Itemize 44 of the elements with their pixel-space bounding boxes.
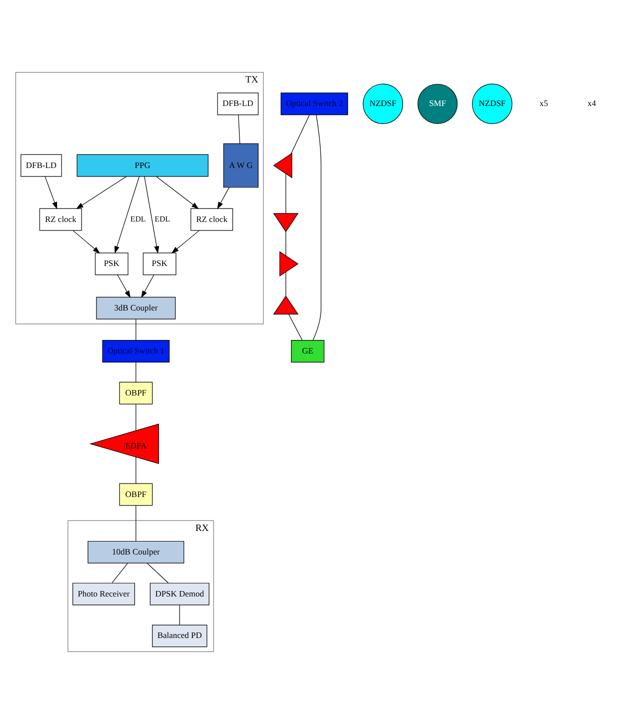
node-box: RZ clock	[39, 208, 82, 230]
arrow	[217, 186, 230, 209]
node-box: RZ clock	[190, 208, 234, 230]
arrow	[171, 230, 200, 253]
node-box: Photo Receiver	[72, 582, 135, 605]
arrow	[117, 274, 131, 298]
node-triangle	[273, 294, 299, 314]
node-box: PSK	[142, 252, 176, 275]
node-box: DFB-LD	[217, 92, 259, 115]
node-circle: NZDSF	[362, 83, 404, 124]
node-box: 10dB Coulper	[88, 540, 184, 563]
arrow	[72, 230, 100, 253]
arrow	[144, 176, 160, 254]
node-triangle	[279, 250, 299, 276]
connector	[179, 604, 180, 625]
node-box: 3dB Coupler	[96, 296, 176, 319]
arrow	[141, 274, 154, 298]
connector	[112, 562, 128, 583]
node-box: A W G	[223, 142, 259, 188]
connector	[288, 313, 303, 340]
label: x5	[540, 98, 548, 108]
node-box: Optical Switch 2	[280, 92, 348, 115]
node-circle: NZDSF	[472, 83, 512, 124]
arrow	[156, 176, 199, 209]
node-box: PPG	[76, 154, 208, 176]
connector	[238, 114, 240, 144]
node-triangle	[273, 152, 292, 178]
node-triangle	[273, 212, 299, 232]
node-box: OBPF	[119, 381, 153, 404]
node-box: OBPF	[119, 482, 153, 506]
connector	[146, 562, 169, 583]
node-box: GE	[290, 340, 324, 362]
arrow	[44, 176, 58, 209]
arrow	[76, 176, 127, 209]
node-box: PSK	[94, 252, 128, 275]
arrow	[114, 176, 140, 253]
node-box: DPSK Demod	[150, 582, 210, 605]
connector	[312, 114, 322, 340]
label: x4	[587, 98, 596, 108]
node-box: DFB-LD	[20, 154, 62, 176]
node-box: Optical Switch 1	[102, 340, 170, 362]
node-box: Balanced PD	[152, 624, 208, 647]
node-circle: SMF	[418, 83, 458, 124]
connector	[290, 114, 310, 154]
